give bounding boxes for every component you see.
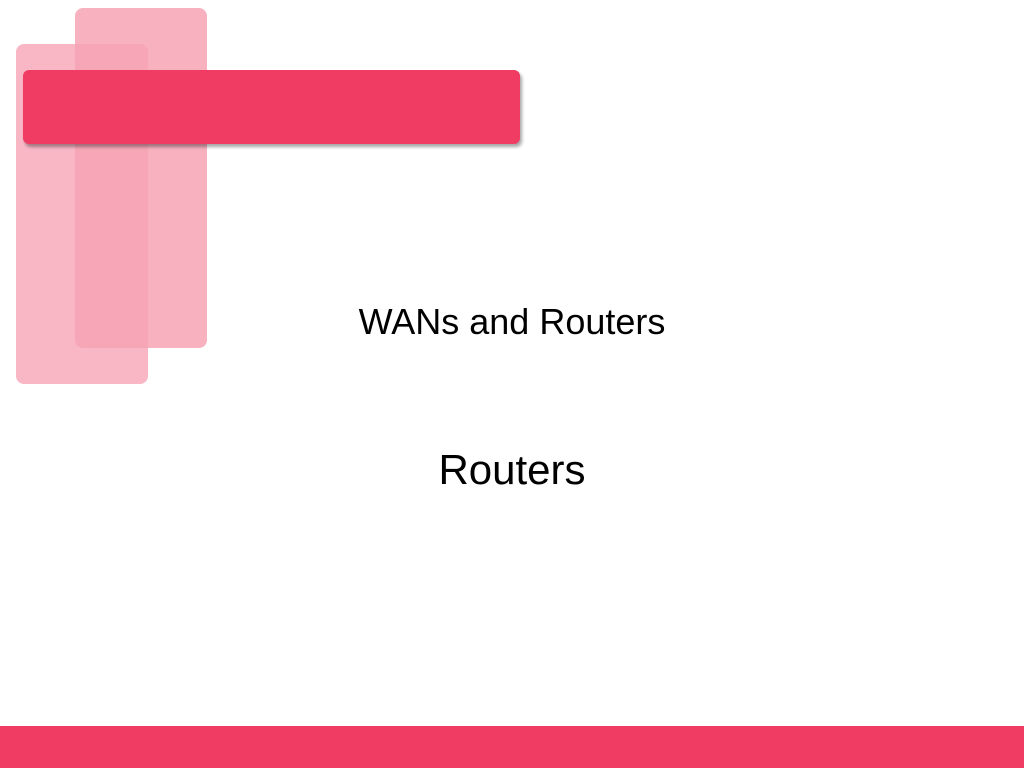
footer-bar <box>0 726 1024 768</box>
slide-subtitle: Routers <box>438 446 586 493</box>
decorative-header-bar <box>23 70 520 144</box>
decorative-panel-right <box>75 8 207 348</box>
slide-title: WANs and Routers <box>358 301 666 342</box>
